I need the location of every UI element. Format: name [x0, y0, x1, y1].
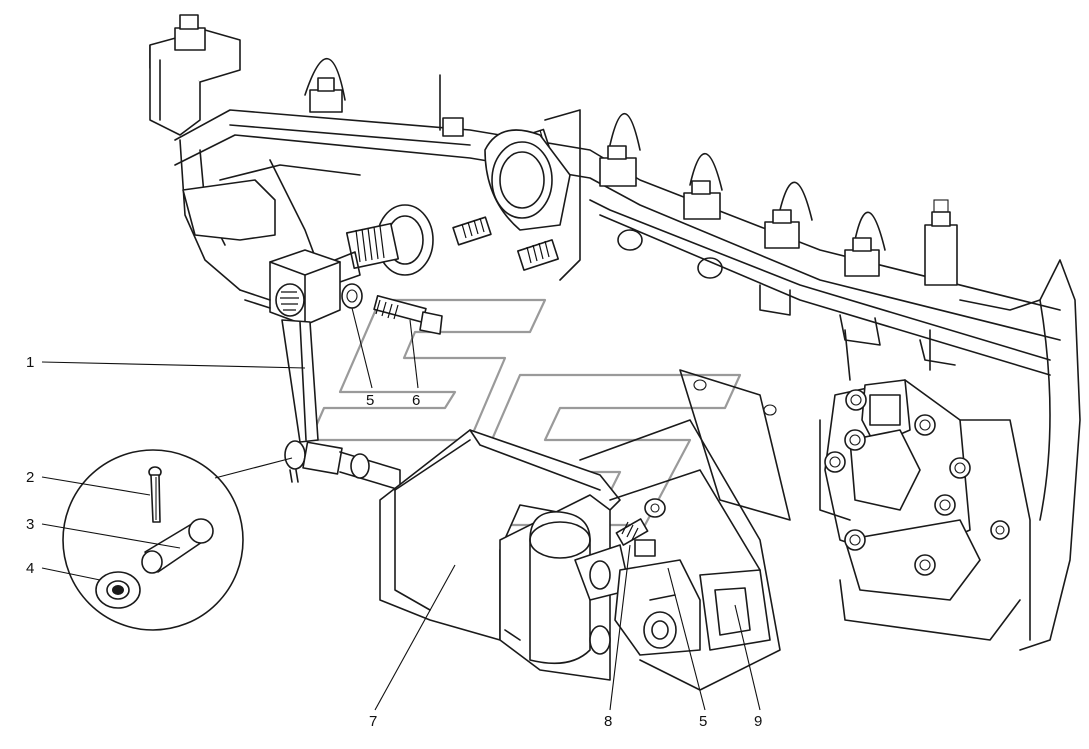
rail-nuts [309, 77, 958, 286]
pump-body [499, 494, 631, 681]
bolt-6 [373, 294, 443, 335]
rail-nut [844, 237, 880, 277]
detail-inset-circle [62, 449, 293, 631]
callout-2: 2 [26, 469, 34, 486]
rail-nut [309, 77, 343, 113]
clevis-assembly [614, 559, 771, 656]
washer-lower [644, 498, 666, 518]
hex-bolt [990, 520, 1010, 540]
rocker-rail [174, 109, 1061, 376]
rail-nut [764, 209, 800, 249]
callout-labels: 1 2 3 4 5 6 7 8 5 9 [26, 354, 762, 730]
cotter-pin-2 [148, 466, 162, 523]
bolt-8 [615, 518, 656, 557]
flange-plate-right [679, 369, 791, 521]
rail-nut [924, 211, 958, 286]
link-rod [284, 440, 401, 491]
callout-9: 9 [754, 713, 762, 730]
callout-4: 4 [26, 560, 34, 577]
callout-leaders [41, 307, 761, 711]
compressor-bolts [824, 389, 1010, 576]
stud [452, 216, 492, 246]
hex-bolt [844, 529, 866, 551]
hex-bolt [845, 389, 867, 411]
callout-6: 6 [412, 392, 420, 409]
callout-3: 3 [26, 516, 34, 533]
callout-5-upper: 5 [366, 392, 374, 409]
compressor-unit [819, 379, 1031, 641]
top-left-bracket [149, 14, 241, 136]
engine-block-right [617, 229, 1081, 651]
stud [516, 239, 560, 271]
callout-1: 1 [26, 354, 34, 371]
hex-bolt [824, 451, 846, 473]
washer-upper [341, 283, 363, 309]
flange-port [484, 109, 581, 281]
hex-bolt [914, 554, 936, 576]
clevis-pin-3 [141, 518, 214, 574]
rail-nut [683, 180, 721, 220]
washer-4 [95, 571, 141, 609]
hex-bolt [844, 429, 866, 451]
pump-bracket [579, 419, 781, 691]
housing-7 [379, 429, 621, 641]
engine-block-left [179, 139, 321, 291]
rail-nut [599, 145, 637, 187]
hex-bolt [914, 414, 936, 436]
callout-5-lower: 5 [699, 713, 707, 730]
hex-bolt [949, 457, 971, 479]
stud [442, 117, 464, 137]
lever-arm [239, 249, 341, 443]
callout-8: 8 [604, 713, 612, 730]
callout-7: 7 [369, 713, 377, 730]
watermark-logo [308, 298, 742, 527]
injector-nozzles [304, 58, 886, 251]
hex-bolt [934, 494, 956, 516]
splined-shaft [334, 204, 434, 283]
